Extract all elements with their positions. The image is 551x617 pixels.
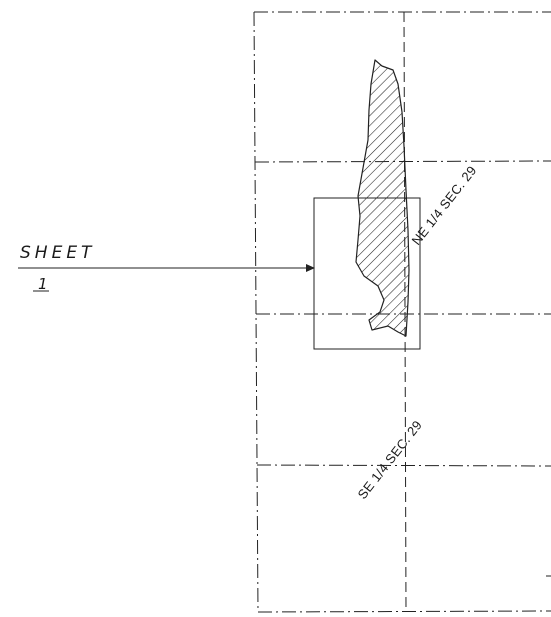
sheet-number: 1 (38, 275, 48, 293)
grid-line-bottom (257, 610, 551, 613)
grid-line-h3 (256, 464, 551, 467)
sheet-label: SHEET (20, 243, 95, 263)
grid-line-left (253, 11, 259, 613)
hatched-parcel (355, 59, 410, 337)
quarter-label-ne: NE 1/4 SEC. 29 (409, 163, 480, 248)
quarter-label-se: SE 1/4 SEC. 29 (355, 418, 425, 502)
sheet-arrow (18, 264, 315, 272)
